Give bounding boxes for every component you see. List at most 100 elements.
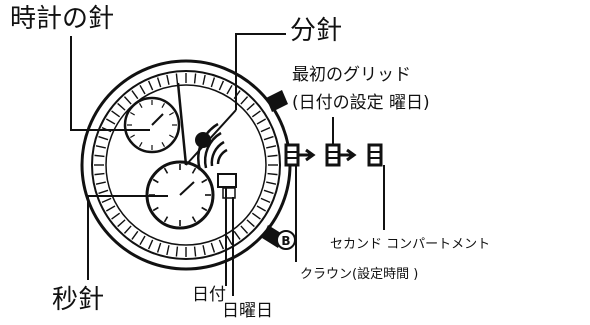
- tick-mark: [240, 225, 249, 234]
- tick-mark: [98, 135, 109, 141]
- watch-dial-edge: [105, 84, 267, 246]
- tick-mark: [251, 110, 261, 118]
- tick-mark: [240, 96, 249, 105]
- tick-mark: [101, 197, 112, 204]
- weekday-window: [222, 187, 236, 199]
- tick-mark: [95, 145, 106, 149]
- tick-mark: [139, 235, 146, 246]
- label-first-click-line2: (日付の設定 曜日): [292, 93, 430, 113]
- tick-mark: [260, 126, 271, 133]
- label-second-hand: 秒針: [52, 285, 105, 315]
- label-second-click: セカンド コンパートメント: [330, 237, 491, 252]
- tick-mark: [218, 239, 225, 250]
- date-window: [217, 173, 237, 188]
- tick-mark: [202, 74, 206, 85]
- leader-minute: [235, 33, 286, 110]
- label-hour-hand: 時計の針: [10, 4, 115, 34]
- tick-mark: [267, 154, 278, 158]
- tick-mark: [163, 167, 169, 174]
- tick-mark: [201, 206, 208, 212]
- tick-mark: [138, 103, 143, 108]
- tick-mark: [193, 246, 197, 257]
- tick-mark: [117, 102, 126, 111]
- bezel-tick-marks: [94, 73, 278, 257]
- tick-mark: [161, 142, 166, 147]
- tick-mark: [130, 134, 135, 139]
- tick-mark: [123, 96, 132, 105]
- tick-mark: [256, 205, 267, 212]
- tick-mark: [191, 216, 197, 223]
- label-weekday: 日曜日: [222, 301, 273, 321]
- tick-mark: [256, 118, 267, 125]
- subdial-bottom-hand: [179, 181, 195, 196]
- label-first-click-line1: 最初のグリッド: [292, 65, 411, 85]
- crown-position-1: [325, 143, 341, 167]
- tick-mark: [166, 245, 170, 256]
- tick-mark: [156, 242, 162, 253]
- tick-mark: [147, 239, 154, 250]
- tick-mark: [139, 84, 146, 95]
- watch-bezel: [91, 70, 281, 260]
- tick-mark: [263, 189, 274, 195]
- tick-mark: [94, 154, 105, 158]
- tick-mark: [266, 181, 277, 185]
- tick-mark: [218, 80, 225, 91]
- subdial-bottom-ticks: [149, 164, 211, 226]
- hour-hand-graphic: [176, 82, 188, 166]
- tick-mark: [98, 189, 109, 195]
- tick-mark: [226, 235, 233, 246]
- tick-mark: [152, 178, 159, 184]
- tick-mark: [123, 225, 132, 234]
- tick-mark: [156, 77, 162, 88]
- tick-mark: [201, 178, 208, 184]
- tick-mark: [226, 84, 233, 95]
- tick-mark: [95, 181, 106, 185]
- tick-mark: [210, 77, 216, 88]
- crown-arrow-1: [299, 148, 316, 162]
- tick-mark: [131, 90, 139, 100]
- label-crown: クラウン(設定時間 ): [300, 267, 419, 282]
- tick-mark: [246, 102, 255, 111]
- tick-mark: [233, 230, 241, 240]
- tick-mark: [191, 167, 197, 174]
- tick-mark: [105, 205, 116, 212]
- tick-mark: [117, 219, 126, 228]
- tick-mark: [152, 206, 159, 212]
- tick-mark: [251, 212, 261, 220]
- tick-mark: [161, 103, 166, 108]
- tick-mark: [266, 145, 277, 149]
- tick-mark: [267, 172, 278, 176]
- tick-mark: [138, 142, 143, 147]
- leader-second-hand: [87, 195, 168, 280]
- subdial-left-hand: [151, 113, 164, 126]
- tick-mark: [111, 212, 121, 220]
- label-date: 日付: [192, 285, 226, 305]
- tick-mark: [169, 111, 174, 116]
- upper-pusher: [266, 90, 288, 112]
- crown-position-0: [284, 143, 300, 167]
- leader-hour: [70, 36, 150, 131]
- tick-mark: [246, 219, 255, 228]
- leader-lines: [70, 33, 385, 296]
- tick-mark: [130, 111, 135, 116]
- crown-arrow-2: [340, 148, 357, 162]
- tick-mark: [202, 245, 206, 256]
- tick-mark: [175, 73, 179, 84]
- tick-mark: [169, 134, 174, 139]
- tick-mark: [166, 74, 170, 85]
- tick-mark: [260, 197, 271, 204]
- tick-mark: [163, 216, 169, 223]
- tick-mark: [111, 110, 121, 118]
- tick-mark: [94, 172, 105, 176]
- tick-mark: [263, 135, 274, 141]
- minute-hand-graphic: [185, 109, 237, 166]
- crown-position-2: [367, 143, 383, 167]
- tick-mark: [210, 242, 216, 253]
- tick-mark: [147, 80, 154, 91]
- tick-mark: [193, 73, 197, 84]
- tick-mark: [175, 246, 179, 257]
- tick-mark: [131, 230, 139, 240]
- center-hub: [195, 132, 211, 148]
- subdial-left-ticks: [127, 100, 177, 150]
